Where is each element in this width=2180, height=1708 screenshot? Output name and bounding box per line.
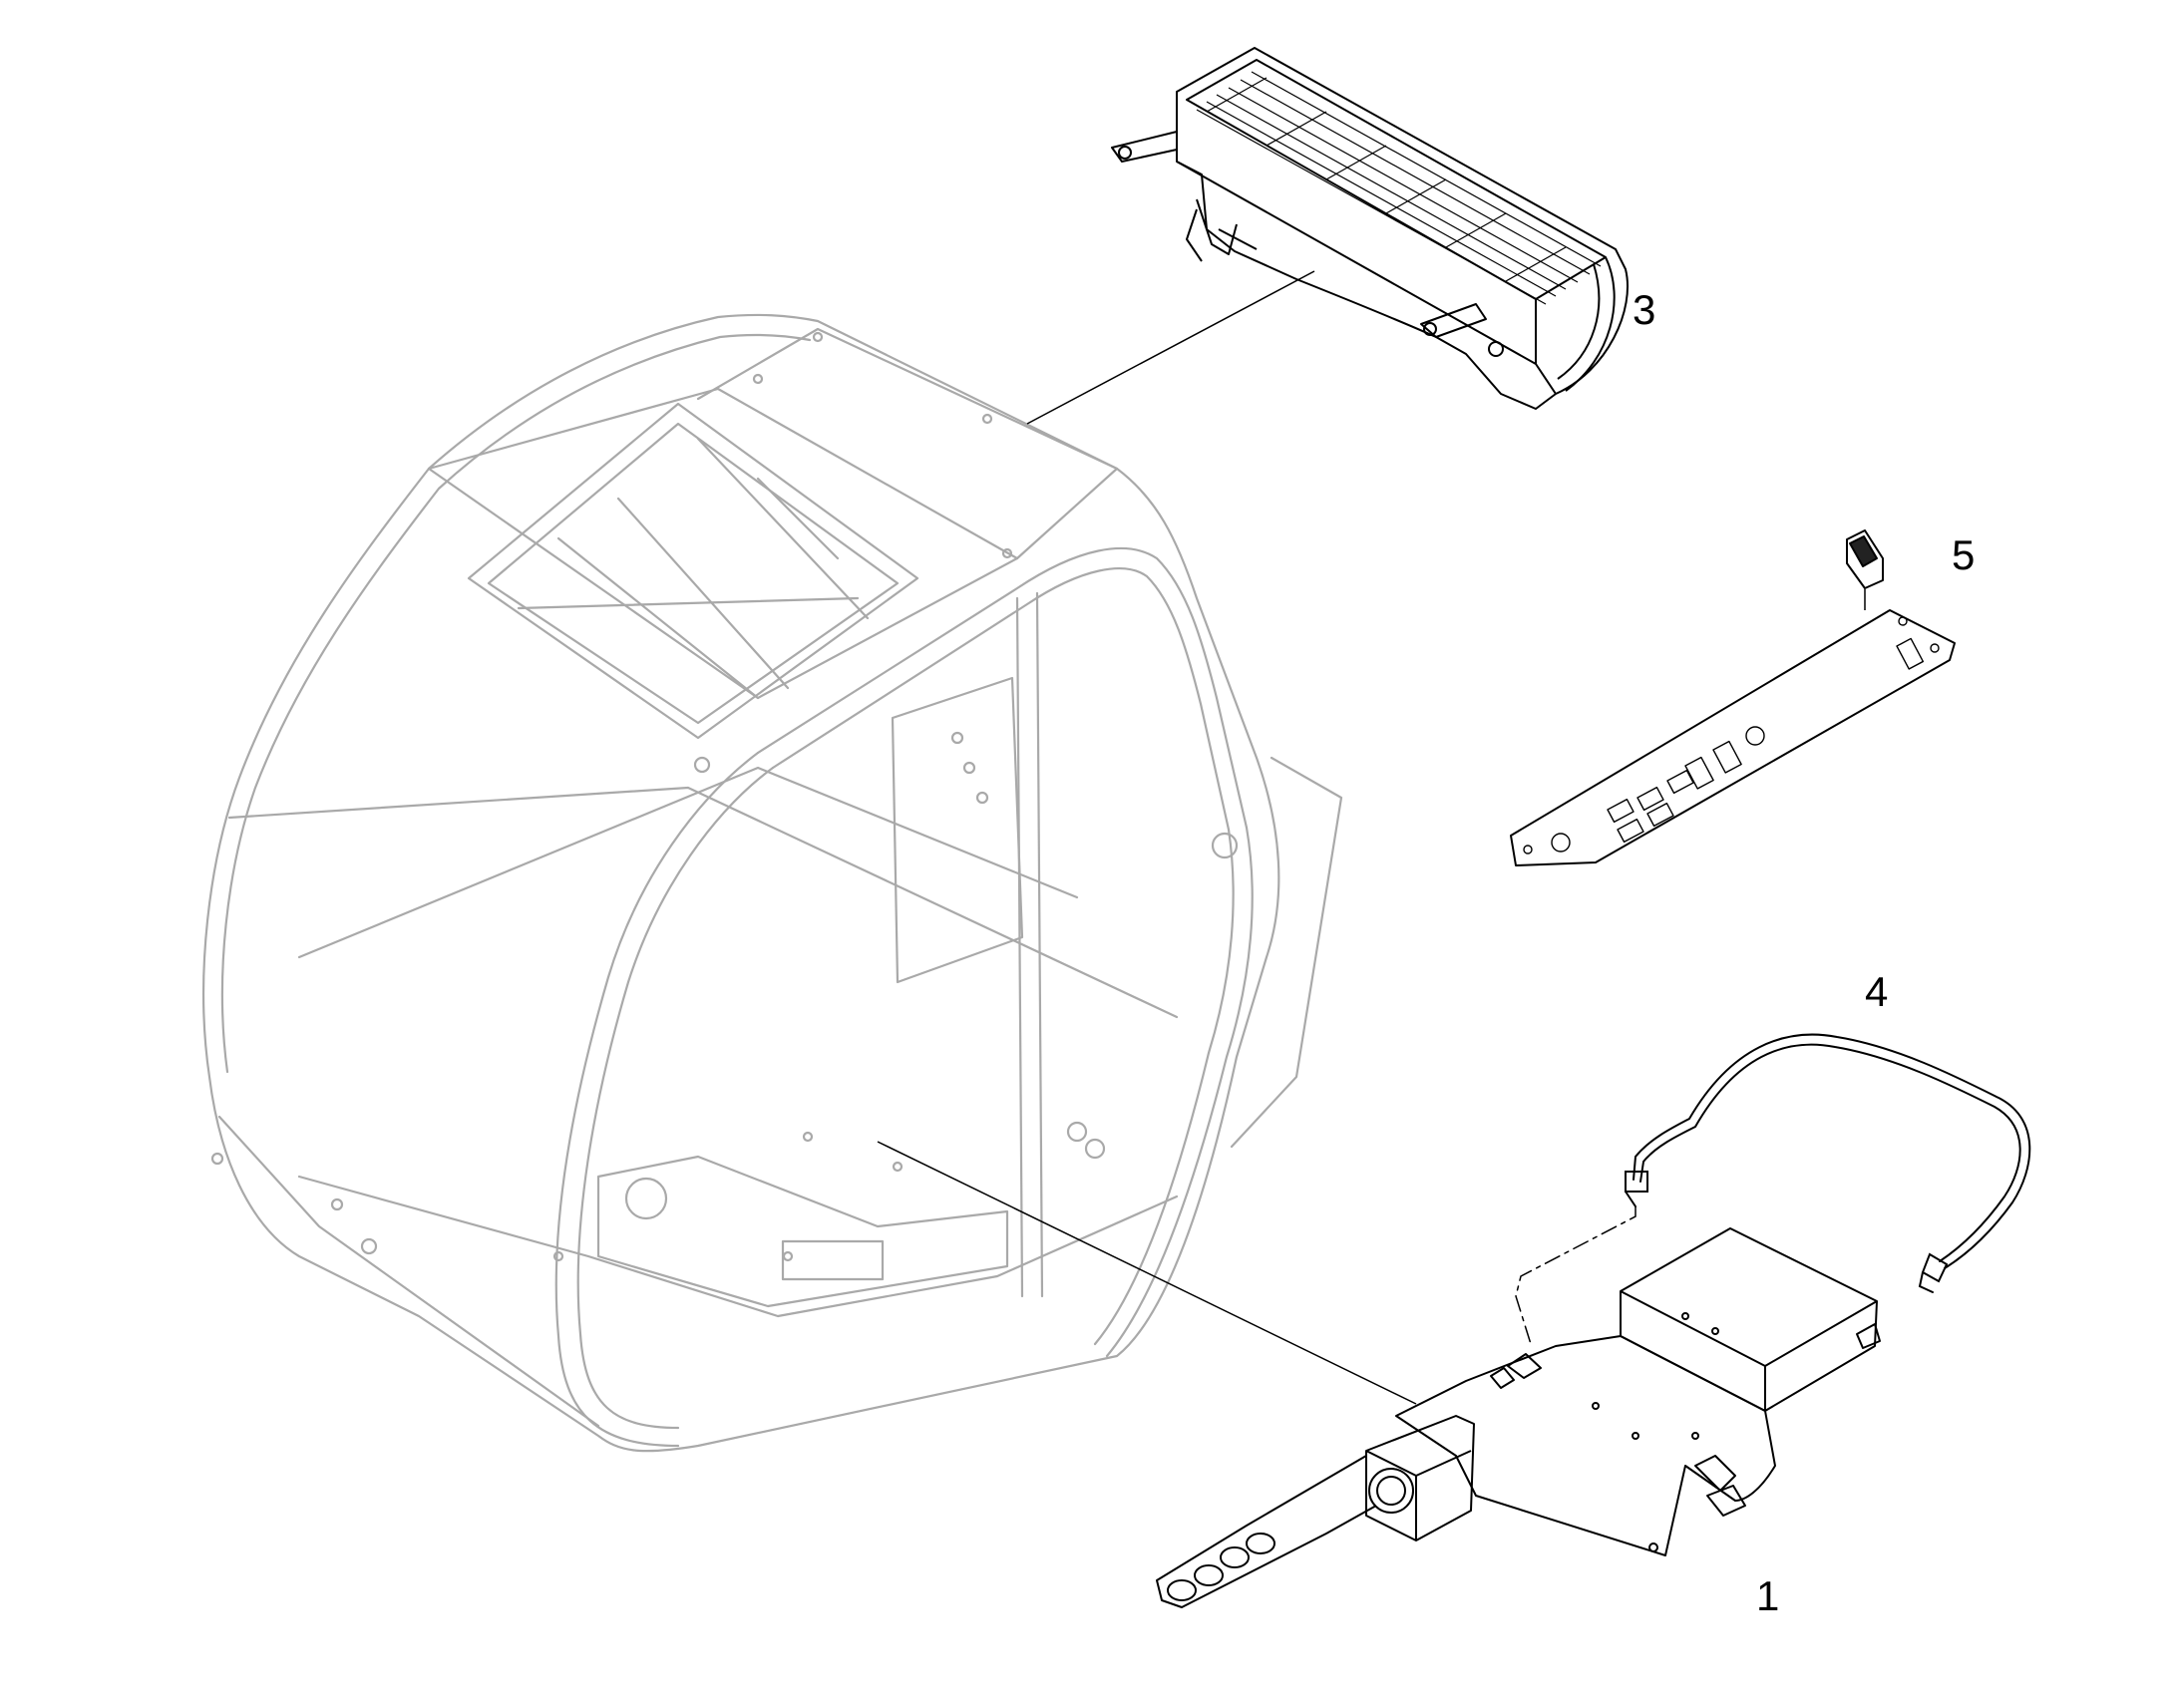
heater-pipe-fittings xyxy=(1694,1455,1746,1517)
roof-fan-fittings xyxy=(1186,198,1258,262)
cab-seat-box-plate xyxy=(781,1239,885,1281)
cab-right-rear-panel xyxy=(1230,756,1343,1149)
heater-fixture-dots xyxy=(1592,1312,1719,1552)
hose-dashed-leader xyxy=(1515,1205,1636,1345)
heater-front-box-top xyxy=(1365,1450,1472,1540)
heater-main-body xyxy=(1395,1335,1776,1556)
cab-front-right-pillar-inner xyxy=(1093,828,1235,1346)
cab-front-pillar-left xyxy=(554,751,760,1448)
roof-fan-unit xyxy=(1111,47,1629,410)
roof-fan-end-cap xyxy=(1557,256,1616,392)
dash-panel-cutouts xyxy=(1523,616,1940,854)
cab-seat-box xyxy=(596,1155,1009,1308)
roof-fan-mount-hole xyxy=(1488,341,1504,357)
callout-3: 3 xyxy=(1633,286,1656,333)
heater-front-box xyxy=(1365,1415,1475,1541)
cab-frame xyxy=(202,313,1343,1453)
switch-rocker xyxy=(1849,535,1878,567)
hose-end-fitting-right xyxy=(1918,1252,1949,1293)
cab-roof-rear-edge xyxy=(696,327,1119,560)
roof-fan-housing xyxy=(1176,47,1629,410)
heater-outlet-duct xyxy=(1156,1455,1377,1608)
cab-front-pillar-left-inner xyxy=(576,766,775,1430)
callout-1: 1 xyxy=(1756,1572,1780,1619)
heater-unit xyxy=(1156,1227,1881,1608)
heater-top-fittings xyxy=(1490,1353,1542,1389)
cab-rear-inner-outline xyxy=(220,333,812,1074)
leader-lines xyxy=(877,270,1417,1405)
roof-fan-grille-lines xyxy=(1196,71,1602,305)
roof-fan-right-bracket-hole xyxy=(1423,322,1437,336)
dash-panel-outline xyxy=(1510,609,1956,866)
heater-outlet-vents xyxy=(1167,1533,1275,1601)
cab-side-console xyxy=(891,676,1024,984)
leader-roof-fan xyxy=(1026,270,1315,425)
roof-hatch-grid xyxy=(467,402,919,740)
roof-fan-right-bracket xyxy=(1420,303,1487,338)
hose-tube-inner xyxy=(1633,1033,2031,1269)
cab-front-top-beam-inner xyxy=(771,567,1231,832)
hose-end-fitting-left xyxy=(1625,1171,1648,1207)
cab-rear-beam xyxy=(227,786,1179,1019)
heater-right-box-top xyxy=(1620,1290,1878,1411)
roof-fan-left-bracket-hole xyxy=(1118,146,1132,160)
dash-panel-plate xyxy=(1510,609,1956,866)
heater-front-round-port xyxy=(1368,1468,1414,1514)
leader-heater xyxy=(877,1141,1417,1405)
cab-rear-roof-outline xyxy=(202,313,1280,1453)
cab-fixture-holes xyxy=(210,331,1239,1262)
hose-part xyxy=(1515,1033,2031,1345)
switch-body xyxy=(1846,529,1884,589)
heater-right-box xyxy=(1620,1227,1878,1412)
cab-lower-rear-panel xyxy=(217,1115,600,1428)
cab-mid-beam xyxy=(297,766,1079,959)
cab-front-right-pillar xyxy=(1105,826,1254,1358)
cab-front-top-beam xyxy=(756,546,1249,830)
heater-right-nozzle xyxy=(1856,1323,1881,1349)
roof-fan-front-face xyxy=(1176,161,1557,395)
cab-center-pillar-b xyxy=(1035,591,1044,1298)
roof-fan-left-bracket xyxy=(1111,131,1178,163)
cab-seat-box-hole xyxy=(624,1177,668,1220)
hose-tube-outer xyxy=(1639,1043,2021,1262)
callout-5: 5 xyxy=(1952,531,1976,578)
cab-center-pillar-a xyxy=(1015,596,1024,1298)
heater-front-round-port-inner xyxy=(1376,1476,1406,1506)
cab-floor xyxy=(297,1175,1179,1318)
switch-part xyxy=(1846,529,1884,610)
callout-4: 4 xyxy=(1865,968,1889,1015)
